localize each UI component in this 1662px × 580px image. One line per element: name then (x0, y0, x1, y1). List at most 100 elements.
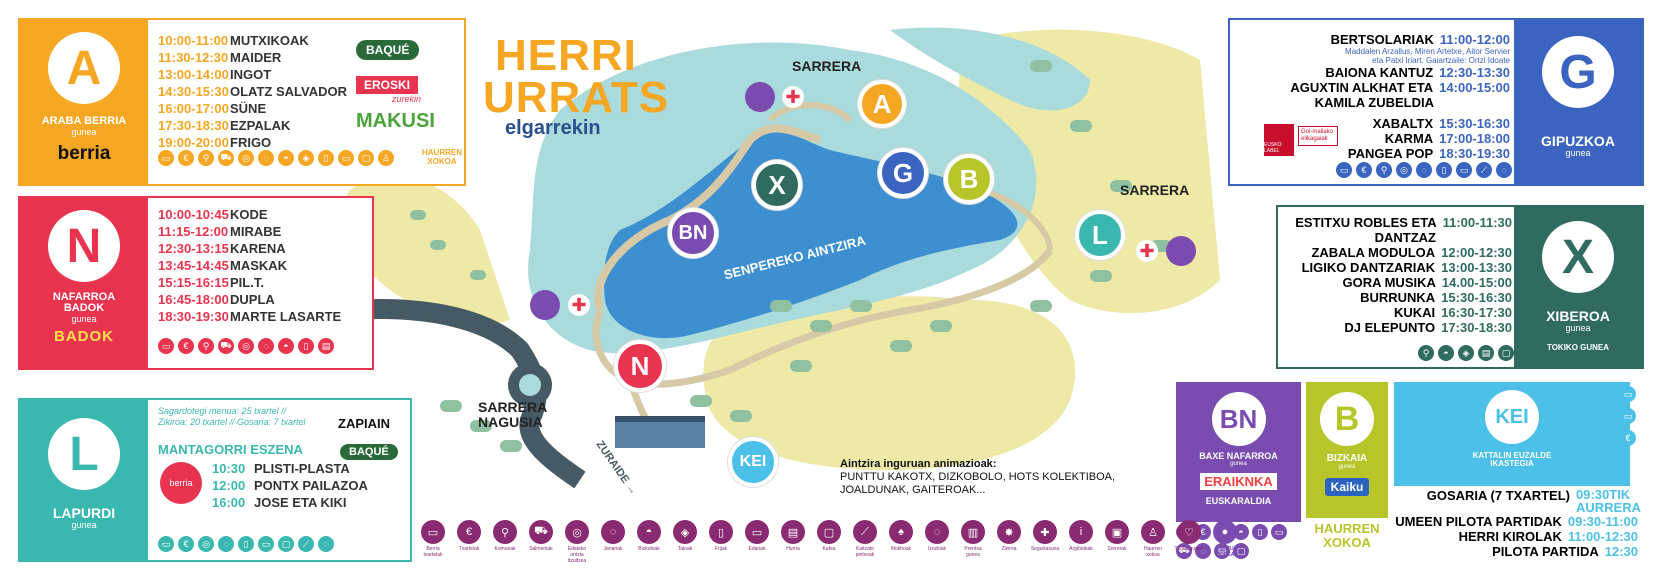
purple-point-marker (530, 290, 560, 320)
food-icon: ◌ (258, 338, 274, 354)
icecream-icon: ◌ (318, 536, 334, 552)
zone-kei-panel: KEI KATTALIN EUZALDE IKASTEGIA (1394, 382, 1630, 486)
legend-label: Janariak (603, 546, 623, 552)
zone-araba-brand: berria (57, 143, 111, 164)
card-icon: ▭ (1620, 408, 1636, 424)
road-senpere-label: ← SENPERE (370, 307, 437, 319)
sponsor-eroski-logo: EROSKI (356, 76, 419, 94)
legend-label: Zikiroa (1001, 546, 1017, 552)
skewer-icon: ⟋ (1476, 162, 1492, 178)
menu-line: Sagardotegi menua: 25 txartel // (158, 406, 287, 416)
skewer-icon: ⟋ (298, 536, 314, 552)
map-marker-l[interactable]: L (1075, 210, 1125, 260)
zone-araba-name: ARABA BERRIA (41, 115, 127, 127)
legend-label: Kaitzate pintxoak (855, 546, 875, 558)
euro-icon: € (178, 338, 194, 354)
legend-label: Edateko ontzia itzultzea (567, 546, 587, 564)
menu-line: Zikiroa: 20 txartel // Gosaria: 7 txarte… (158, 417, 306, 427)
zone-kei-schedule: GOSARIA (7 TXARTEL)09:30TIK AURRERA UMEE… (1394, 488, 1641, 559)
legend-icon: ♡ (1177, 520, 1201, 544)
legend-item: ✸ Zikiroa (994, 520, 1024, 564)
sponsor-eroski-tagline: zurekin (392, 94, 422, 104)
talo-icon: ◈ (298, 150, 314, 166)
kids-icon: ♙ (378, 150, 394, 166)
coffee-icon: ▢ (278, 536, 294, 552)
legend-item: ▣Sorrerak (1102, 520, 1132, 564)
zone-baxe-name: BAXE NAFARROA (1199, 451, 1278, 461)
zone-bizkaia-extra: HAURREN XOKOA (1314, 521, 1380, 550)
legend-label: Txoko gunea (1174, 546, 1204, 552)
legend-icon: ⚲ (493, 520, 517, 544)
map-marker-a[interactable]: A (858, 80, 906, 128)
beer-icon: ▤ (1214, 543, 1230, 559)
event-title: HERRI URRATS elgarrekin (483, 34, 669, 139)
map-marker-n[interactable]: N (614, 340, 666, 392)
sponsor-baque-logo: BAQUÉ (340, 444, 398, 460)
map-marker-kei[interactable]: KEI (728, 437, 778, 487)
zone-gipuzkoa-sub: gunea (1565, 148, 1591, 158)
schedule-row: DANTZAZ (1374, 230, 1436, 245)
zone-bizkaia-letter: B (1320, 392, 1374, 446)
zone-kei-letter: KEI (1485, 390, 1539, 444)
first-aid-icon: ✚ (568, 294, 590, 316)
purple-point-marker (745, 82, 775, 112)
entrance-top-label: SARRERA (792, 58, 862, 74)
legend-icon: ◌ (601, 520, 625, 544)
coffee-icon: ▢ (1498, 345, 1514, 361)
legend-item: ●PUNTU MOREA (1210, 520, 1240, 564)
zone-lapurdi-badge: L LAPURDI gunea (20, 400, 148, 560)
fries-icon: ▯ (298, 338, 314, 354)
legend-icon: ✸ (997, 520, 1021, 544)
zone-xiberoa-services: ⚲◓◈▤▢ (1418, 345, 1514, 361)
zone-gipuzkoa-letter: G (1542, 36, 1614, 108)
map-marker-g[interactable]: G (878, 148, 928, 198)
zone-nafarroa-services: ▭€⚲⛟◎◌◓▯▤ (158, 338, 334, 354)
fries-icon: ▯ (1436, 162, 1452, 178)
title-elgarrekin: elgarrekin (505, 116, 601, 139)
card-icon: ▭ (1336, 162, 1352, 178)
legend-label: Komunak (494, 546, 516, 552)
toilet-icon: ⚲ (1376, 162, 1392, 178)
ladybug-brand: berria (169, 478, 193, 488)
legend-item: ♡ Txoko gunea (1174, 520, 1204, 564)
zone-nafarroa-badge: N NAFARROA BADOK gunea BADOK (20, 198, 148, 368)
legend-icon: ♙ (1141, 520, 1165, 544)
legend-label: Salmentak (529, 546, 553, 552)
entrance-main-label: SARRERA NAGUSIA (478, 399, 547, 430)
zone-xiberoa-letter: X (1542, 221, 1614, 293)
map-marker-bn[interactable]: BN (668, 208, 718, 258)
euro-icon: € (178, 536, 194, 552)
zone-xiberoa-name: XIBEROA (1546, 308, 1610, 324)
legend-label: Edariak (748, 546, 766, 552)
map-marker-b[interactable]: B (944, 154, 994, 204)
legend-item: ◌ Janariak (598, 520, 628, 564)
zone-kei-name: KATTALIN EUZALDE IKASTEGIA (1472, 451, 1552, 468)
map-marker-x[interactable]: X (752, 160, 802, 210)
icecream-icon: ◌ (1195, 543, 1211, 559)
cup-return-icon: ◎ (198, 536, 214, 552)
zone-xiberoa-extra: TOKIKO GUNEA (1546, 343, 1610, 352)
legend-label: Bizkotxak (638, 546, 660, 552)
legend-label: Taloak (677, 546, 693, 552)
legend-item: ◎Edateko ontzia itzultzea (562, 520, 592, 564)
coffee-icon: ▢ (1233, 543, 1249, 559)
beer-icon: ▤ (1478, 345, 1494, 361)
bertso-line: Maddalen Arzallus, Miren Artetxe, Aitor … (1345, 47, 1510, 56)
first-aid-icon: ✚ (1136, 240, 1158, 262)
legend-label: Txartelak (458, 546, 480, 552)
